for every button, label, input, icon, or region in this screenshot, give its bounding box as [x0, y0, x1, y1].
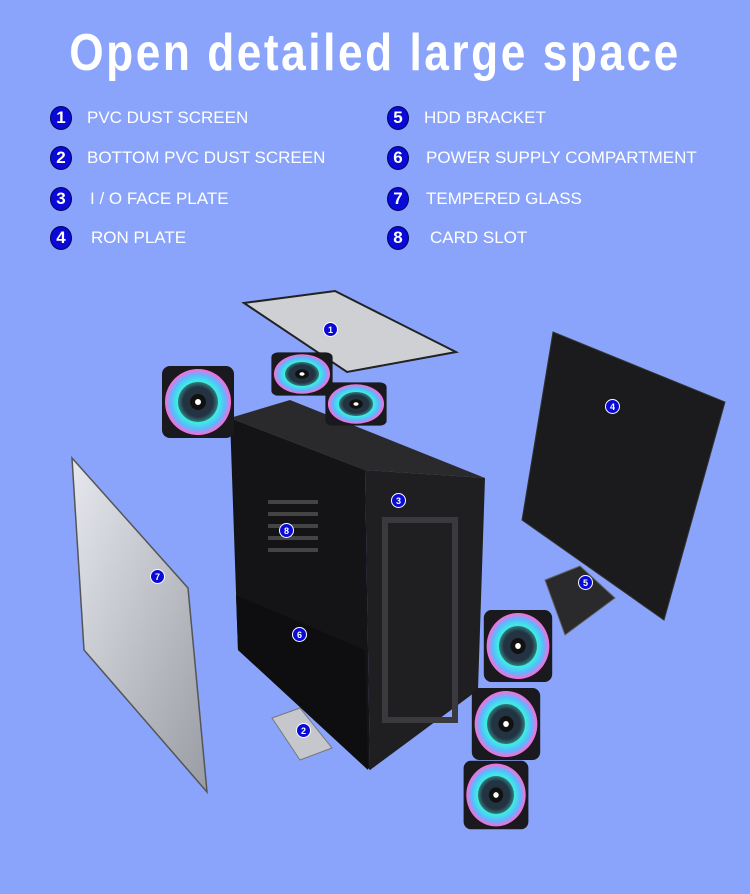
- legend-item-4: 4 RON PLATE: [50, 226, 186, 250]
- rgb-fan: [271, 352, 333, 396]
- top-dust-screen: [241, 289, 460, 374]
- legend-item-5: 5 HDD BRACKET: [387, 106, 546, 130]
- legend-item-7: 7 TEMPERED GLASS: [387, 187, 582, 211]
- legend-label: CARD SLOT: [430, 228, 528, 247]
- headline: Open detailed large space: [69, 24, 681, 82]
- legend-label: TEMPERED GLASS: [426, 189, 582, 208]
- tempered-glass-panel: [71, 455, 208, 795]
- rgb-fan: [325, 382, 387, 426]
- marker-4: 4: [605, 399, 620, 414]
- number-badge: 8: [387, 226, 409, 250]
- drive-cage-frame: [382, 517, 458, 723]
- rgb-fan: [463, 760, 529, 830]
- number-badge: 5: [387, 106, 409, 130]
- number-badge: 2: [50, 146, 72, 170]
- marker-6: 6: [292, 627, 307, 642]
- legend-item-1: 1 PVC DUST SCREEN: [50, 106, 248, 130]
- legend-label: HDD BRACKET: [424, 108, 546, 127]
- marker-7: 7: [150, 569, 165, 584]
- case-top: [230, 400, 485, 478]
- marker-8: 8: [279, 523, 294, 538]
- number-badge: 1: [50, 106, 72, 130]
- legend-label: RON PLATE: [91, 228, 187, 247]
- hdd-bracket: [544, 565, 616, 636]
- legend-item-2: 2 BOTTOM PVC DUST SCREEN: [50, 146, 325, 170]
- legend-item-6: 6 POWER SUPPLY COMPARTMENT: [387, 146, 697, 170]
- marker-2: 2: [296, 723, 311, 738]
- legend-label: I / O FACE PLATE: [90, 189, 229, 208]
- marker-3: 3: [391, 493, 406, 508]
- number-badge: 6: [387, 146, 409, 170]
- iron-side-plate: [521, 331, 726, 621]
- legend-label: POWER SUPPLY COMPARTMENT: [426, 148, 697, 167]
- legend-label: BOTTOM PVC DUST SCREEN: [87, 148, 326, 167]
- number-badge: 7: [387, 187, 409, 211]
- rgb-fan: [471, 688, 541, 760]
- legend-item-8: 8 CARD SLOT: [387, 226, 527, 250]
- number-badge: 3: [50, 187, 72, 211]
- psu-shroud: [236, 595, 368, 770]
- number-badge: 4: [50, 226, 72, 250]
- legend-item-3: 3 I / O FACE PLATE: [50, 187, 229, 211]
- legend-label: PVC DUST SCREEN: [87, 108, 249, 127]
- marker-1: 1: [323, 322, 338, 337]
- marker-5: 5: [578, 575, 593, 590]
- rgb-fan: [162, 366, 234, 438]
- parts-legend: 1 PVC DUST SCREEN 2 BOTTOM PVC DUST SCREEN…: [0, 100, 750, 260]
- rgb-fan: [483, 610, 553, 682]
